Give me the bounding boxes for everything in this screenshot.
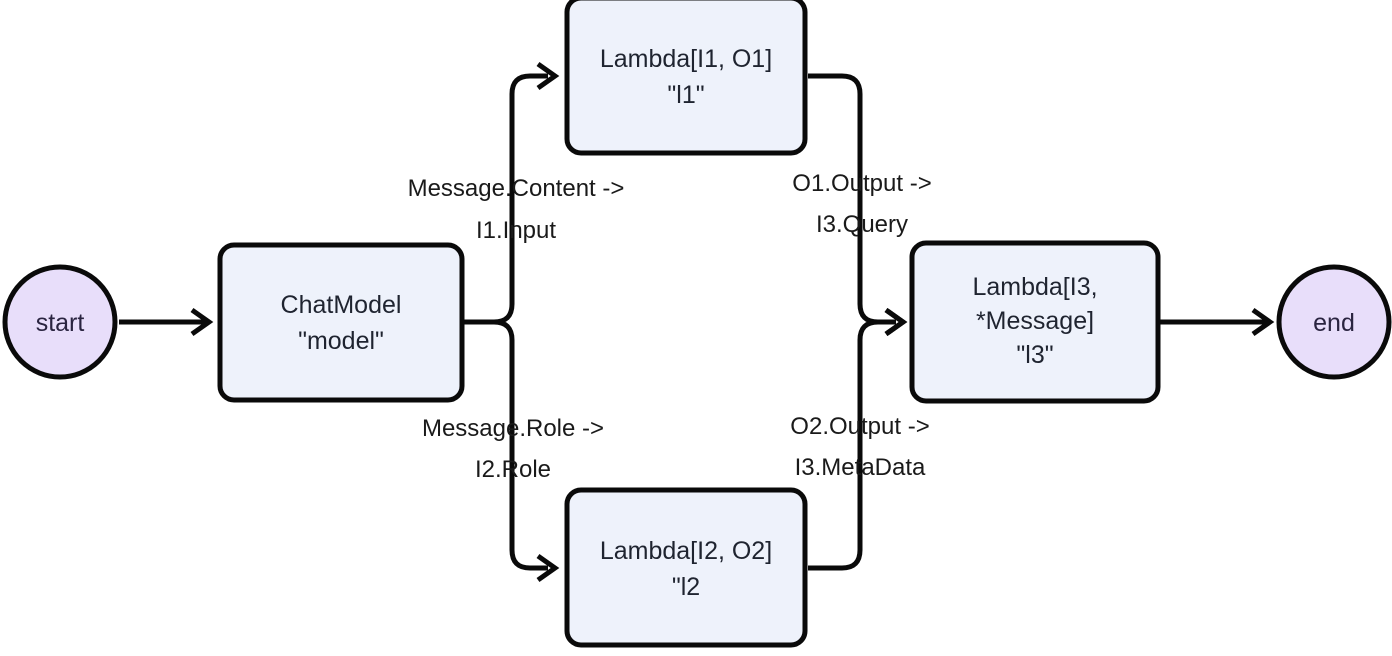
chatmodel-label-line2: "model" <box>298 327 384 355</box>
edge-l3-to-end <box>1158 307 1275 337</box>
edge-label-model-to-l1: Message.Content -> I1.Input <box>408 175 625 244</box>
edge-line <box>462 319 548 571</box>
node-lambda-l1[interactable]: Lambda[I1, O1] "l1" <box>564 0 808 156</box>
node-start[interactable]: start <box>2 264 118 380</box>
start-label: start <box>36 309 85 337</box>
lambda-l2-label-line2: "l2 <box>672 573 700 601</box>
edge-label-line2: I3.MetaData <box>795 454 926 481</box>
edge-line <box>808 319 896 571</box>
lambda-l1-label-line2: "l1" <box>667 81 704 109</box>
edge-label-model-to-l2: Message.Role -> I2.Role <box>422 415 604 483</box>
edge-label-line1: O2.Output -> <box>790 413 929 440</box>
edge-label-line2: I1.Input <box>476 217 556 244</box>
node-lambda-l2[interactable]: Lambda[I2, O2] "l2 <box>564 487 808 648</box>
edge-l1-to-l3 <box>808 73 908 337</box>
arrowhead-icon <box>1251 307 1275 337</box>
edge-label-line1: Message.Role -> <box>422 415 604 442</box>
edge-label-l1-to-l3: O1.Output -> I3.Query <box>792 170 931 238</box>
lambda-l2-box[interactable] <box>564 487 808 648</box>
lambda-l3-label-line3: "l3" <box>1016 341 1053 369</box>
lambda-l1-label-line1: Lambda[I1, O1] <box>600 45 772 73</box>
lambda-l3-box[interactable] <box>909 240 1161 404</box>
arrowhead-icon <box>536 61 560 91</box>
chatmodel-box[interactable] <box>217 242 465 403</box>
edge-model-to-l2 <box>462 319 560 583</box>
edge-line <box>808 73 896 325</box>
node-end[interactable]: end <box>1276 264 1392 380</box>
node-chatmodel[interactable]: ChatModel "model" <box>217 242 465 403</box>
lambda-l2-label-line1: Lambda[I2, O2] <box>600 537 772 565</box>
end-label: end <box>1313 309 1355 337</box>
edge-label-line1: Message.Content -> <box>408 175 625 202</box>
arrowhead-icon <box>884 307 908 337</box>
arrowhead-icon <box>536 553 560 583</box>
edge-label-l2-to-l3: O2.Output -> I3.MetaData <box>790 413 929 481</box>
start-circle[interactable] <box>2 264 118 380</box>
lambda-l3-label-line1: Lambda[I3, <box>972 273 1097 301</box>
edge-label-line2: I2.Role <box>475 456 551 483</box>
node-lambda-l3[interactable]: Lambda[I3, *Message] "l3" <box>909 240 1161 404</box>
edge-l2-to-l3 <box>808 307 908 571</box>
edge-label-line2: I3.Query <box>816 211 908 238</box>
chatmodel-label-line1: ChatModel <box>281 291 402 319</box>
edge-start-to-model <box>119 307 214 337</box>
lambda-l1-box[interactable] <box>564 0 808 156</box>
lambda-l3-label-line2: *Message] <box>976 307 1094 335</box>
edge-label-line1: O1.Output -> <box>792 170 931 197</box>
end-circle[interactable] <box>1276 264 1392 380</box>
arrowhead-icon <box>190 307 214 337</box>
